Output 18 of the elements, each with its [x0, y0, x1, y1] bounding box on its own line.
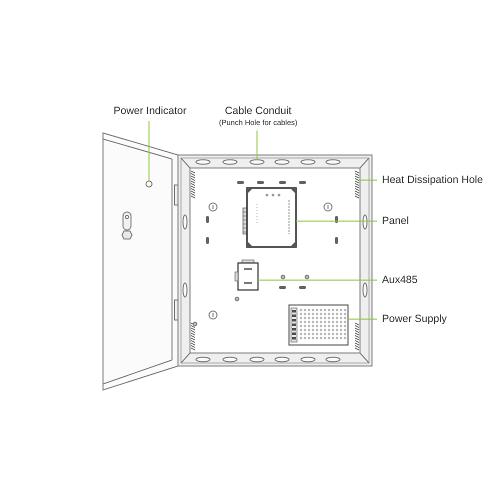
- interface-module: [234, 260, 259, 291]
- leader-line: [348, 318, 378, 320]
- callout-label: Cable Conduit: [224, 105, 292, 118]
- knockout-hole: [250, 159, 264, 165]
- callout-label: Heat Dissipation Hole: [382, 174, 483, 187]
- leader-line: [256, 130, 258, 160]
- callout-label: Power Indicator: [114, 105, 186, 118]
- leader-line: [148, 120, 150, 182]
- circuit-board: [242, 187, 297, 248]
- leader-line: [358, 180, 378, 181]
- power-supply-unit: [288, 304, 348, 346]
- callout-label: Power Supply: [382, 312, 447, 326]
- callout-label: Panel: [382, 214, 409, 228]
- vent-slots: [354, 170, 360, 198]
- indicator-light: [146, 180, 152, 188]
- leader-line: [258, 280, 378, 281]
- callout-label: Aux485: [382, 274, 418, 287]
- leader-line: [296, 220, 378, 222]
